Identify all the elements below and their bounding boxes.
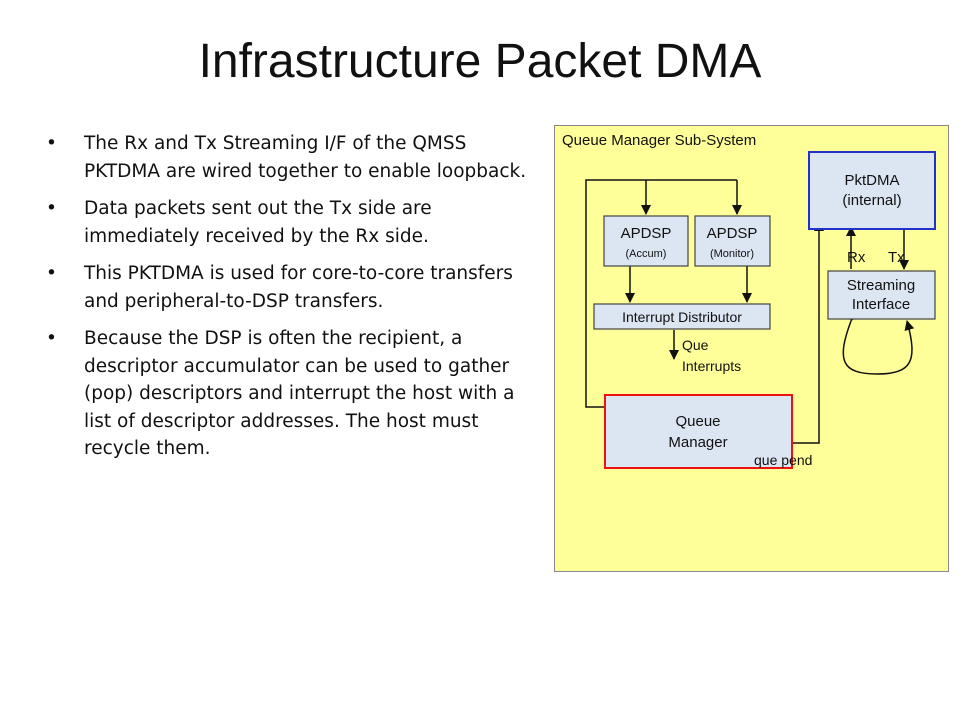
streaming-interface-label: Interface (852, 296, 910, 313)
bullet-text: This PKTDMA is used for core-to-core tra… (84, 263, 513, 312)
apdsp-accum-subtitle: (Accum) (626, 248, 667, 260)
que-interrupts-label: Interrupts (682, 358, 741, 374)
bullet-dot-icon: • (46, 198, 57, 219)
streaming-interface-label: Streaming (847, 277, 915, 294)
feedback-wire (585, 179, 737, 408)
connection-lines (585, 179, 915, 444)
subsystem-label: Queue Manager Sub-System (562, 132, 756, 149)
rx-label: Rx (847, 249, 866, 266)
slide-title: Infrastructure Packet DMA (198, 35, 762, 88)
interrupt-distributor-box (593, 303, 771, 330)
que-interrupts-label: Que (682, 337, 709, 353)
bullet-item: • Because the DSP is often the recipient,… (46, 325, 546, 463)
bullet-item: • The Rx and Tx Streaming I/F of the QMSS… (46, 130, 546, 185)
qmss-diagram: Queue Manager Sub-System APDSP (Accum) A… (554, 125, 949, 572)
apdsp-accum-title: APDSP (621, 225, 672, 242)
que-pend-wire (793, 221, 824, 444)
tx-label: Tx (888, 249, 905, 266)
pktdma-label: (internal) (842, 192, 901, 209)
bullet-text: The Rx and Tx Streaming I/F of the QMSS … (84, 133, 527, 182)
apdsp-monitor-title: APDSP (707, 225, 758, 242)
interrupt-distributor-label: Interrupt Distributor (622, 309, 742, 325)
bullet-item: • Data packets sent out the Tx side are i… (46, 195, 546, 250)
apdsp-monitor-subtitle: (Monitor) (710, 248, 754, 260)
apdsp-monitor-box (694, 215, 771, 267)
apdsp-accum-box (603, 215, 689, 267)
streaming-interface-box (827, 270, 936, 320)
que-pend-label: que pend (754, 452, 812, 468)
bullet-dot-icon: • (46, 263, 57, 284)
loopback-wire (842, 310, 915, 375)
queue-manager-label: Manager (668, 434, 727, 451)
bullet-list: • The Rx and Tx Streaming I/F of the QMSS… (46, 130, 546, 473)
pktdma-box (808, 151, 936, 230)
bullet-dot-icon: • (46, 133, 57, 154)
bullet-text: Data packets sent out the Tx side are im… (84, 198, 432, 247)
pktdma-label: PktDMA (844, 172, 899, 189)
queue-manager-box (604, 394, 793, 469)
bullet-text: Because the DSP is often the recipient, … (84, 328, 515, 459)
bullet-dot-icon: • (46, 328, 57, 349)
bullet-item: • This PKTDMA is used for core-to-core tr… (46, 260, 546, 315)
queue-manager-label: Queue (675, 413, 720, 430)
